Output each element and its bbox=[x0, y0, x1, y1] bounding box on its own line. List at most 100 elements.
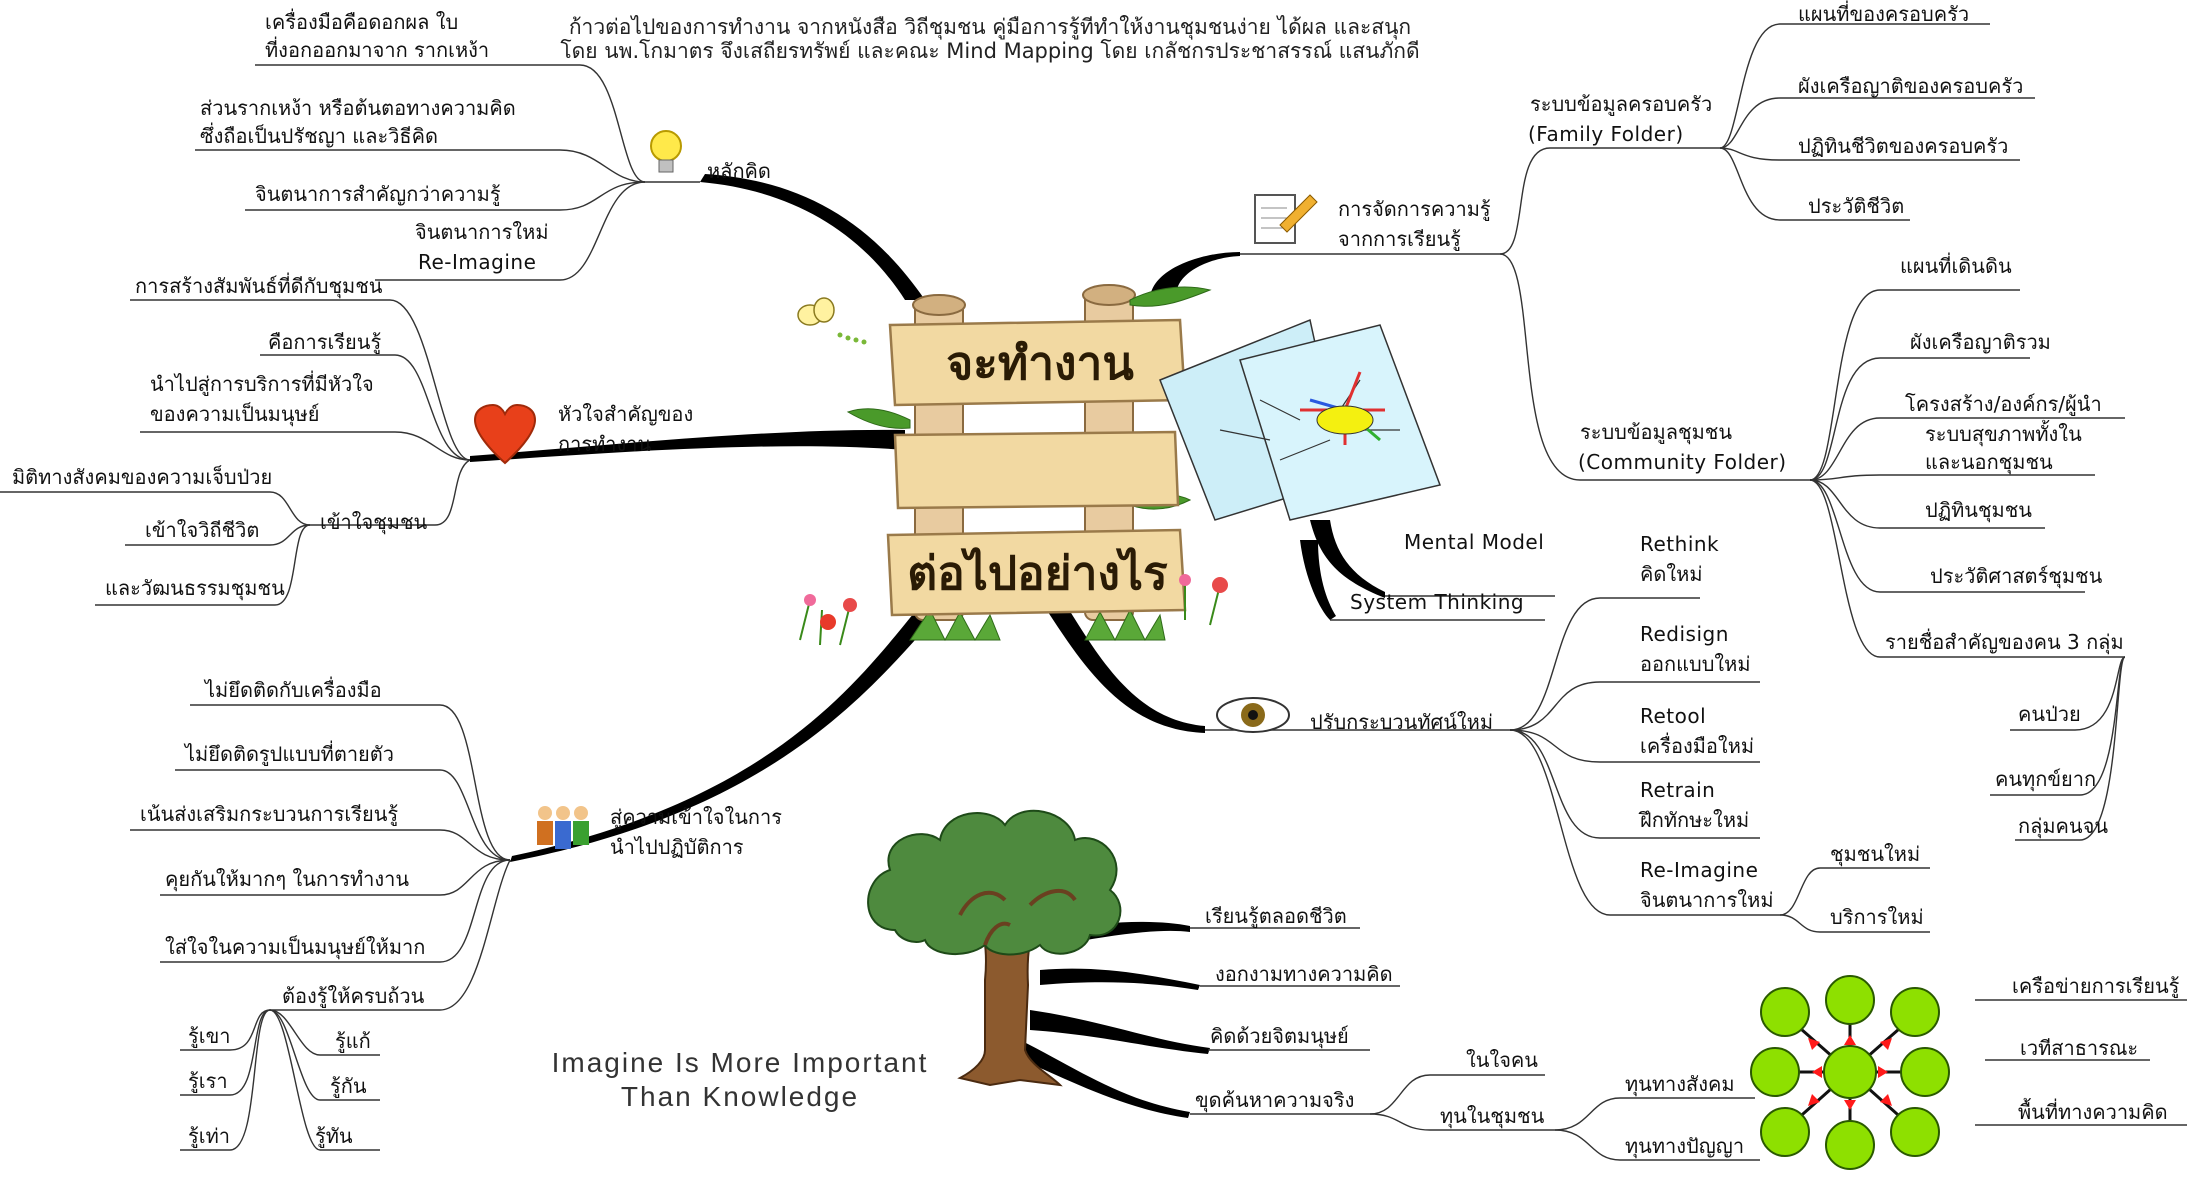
principle-item-1-line-1: เครื่องมือคือดอกผล ใบ bbox=[265, 10, 459, 34]
network-item-1: เครือข่ายการเรียนรู้ bbox=[2012, 974, 2180, 998]
family-item-3: ปฏิทินชีวิตของครอบครัว bbox=[1798, 134, 2009, 158]
family-folder-label-line-2: (Family Folder) bbox=[1528, 122, 1684, 146]
practice-sub-item-4: รู้แก้ bbox=[335, 1029, 371, 1053]
branch-label-knowledge-line-1: การจัดการความรู้ bbox=[1338, 197, 1491, 221]
practice-item-4: คุยกันให้มากๆ ในการทำงาน bbox=[165, 867, 410, 891]
practice-item-3: เน้นส่งเสริมกระบวนการเรียนรู้ bbox=[140, 802, 399, 826]
flower-icon bbox=[799, 574, 1228, 646]
tree-item-1: เรียนรู้ตลอดชีวิต bbox=[1205, 904, 1347, 928]
quote-line-1: Imagine Is More Important bbox=[551, 1047, 929, 1078]
branch-label-heart-line-2: การทำงาน bbox=[558, 432, 652, 456]
tree-item-3: คิดด้วยจิตมนุษย์ bbox=[1210, 1024, 1349, 1048]
community-folder-label-line-2: (Community Folder) bbox=[1578, 450, 1787, 474]
branch-label-knowledge-line-2: จากการเรียนรู้ bbox=[1338, 227, 1461, 251]
community-group-2: คนทุกข์ยาก bbox=[1995, 767, 2097, 791]
branch-label-practice-line-1: สู่ความเข้าใจในการ bbox=[610, 805, 782, 829]
network-item-2: เวทีสาธารณะ bbox=[2020, 1036, 2139, 1060]
truth-item-1: ในใจคน bbox=[1466, 1048, 1538, 1072]
community-item-7: รายชื่อสำคัญของคน 3 กลุ่ม bbox=[1885, 630, 2124, 654]
branch-system bbox=[1300, 540, 1336, 620]
source-note-line-1: ก้าวต่อไปของการทำงาน จากหนังสือ วิถีชุมช… bbox=[568, 15, 1412, 39]
practice-item-1: ไม่ยึดติดกับเครื่องมือ bbox=[205, 678, 382, 702]
thin-connectors bbox=[0, 23, 2187, 1161]
practice-sub-item-3: รู้เท่า bbox=[188, 1124, 230, 1148]
paradigm-item-5-th: จินตนาการใหม่ bbox=[1640, 888, 1774, 912]
principle-item-1-line-2: ที่งอกออกมาจาก รากเหง้า bbox=[265, 38, 490, 62]
branch-principles bbox=[700, 174, 925, 300]
branch-label-practice-line-2: นำไปปฏิบัติการ bbox=[610, 835, 744, 859]
heart-item-1: การสร้างสัมพันธ์ที่ดีกับชุมชน bbox=[135, 274, 383, 298]
quote-line-2: Than Knowledge bbox=[620, 1081, 860, 1112]
network-item-3: พื้นที่ทางความคิด bbox=[2018, 1100, 2168, 1124]
heart-item-3-line-2: ของความเป็นมนุษย์ bbox=[150, 402, 320, 426]
capital-item-1: ทุนทางสังคม bbox=[1625, 1072, 1735, 1096]
family-item-2: ผังเครือญาติของครอบครัว bbox=[1798, 74, 2024, 98]
family-item-1: แผนที่ของครอบครัว bbox=[1798, 2, 1970, 26]
practice-item-5: ใส่ใจในความเป็นมนุษย์ให้มาก bbox=[165, 935, 426, 959]
practice-sub-label: ต้องรู้ให้ครบถ้วน bbox=[282, 984, 425, 1008]
heart-sub-item-1: มิติทางสังคมของความเจ็บป่วย bbox=[12, 465, 273, 489]
community-item-2: ผังเครือญาติรวม bbox=[1910, 330, 2051, 354]
branch-label-heart-line-1: หัวใจสำคัญของ bbox=[558, 402, 694, 426]
paradigm-item-3-th: เครื่องมือใหม่ bbox=[1640, 734, 1755, 758]
branch-paradigm bbox=[1040, 595, 1205, 733]
paradigm-item-1-en: Rethink bbox=[1640, 532, 1720, 556]
center-title-line-2: ต่อไปอย่างไร bbox=[907, 546, 1168, 600]
principle-item-3: จินตนาการสำคัญกว่าความรู้ bbox=[255, 182, 501, 206]
practice-sub-item-2: รู้เรา bbox=[188, 1069, 228, 1093]
center-banners bbox=[846, 284, 1212, 642]
principle-item-4-line-1: จินตนาการใหม่ bbox=[415, 220, 549, 244]
family-folder-label-line-1: ระบบข้อมูลครอบครัว bbox=[1530, 92, 1713, 116]
notepad-pencil-icon bbox=[1254, 194, 1318, 244]
community-item-4-line-2: และนอกชุมชน bbox=[1925, 450, 2053, 474]
tree-branches bbox=[1010, 921, 1210, 1118]
paradigm-item-5-en: Re-Imagine bbox=[1640, 858, 1759, 882]
branch-label-principles: หลักคิด bbox=[707, 159, 771, 183]
heart-sub-item-2: เข้าใจวิถีชีวิต bbox=[145, 518, 260, 542]
source-note-line-2: โดย นพ.โกมาตร จึงเสถียรทรัพย์ และคณะ Min… bbox=[560, 39, 1420, 63]
paradigm-item-2-en: Redisign bbox=[1640, 622, 1729, 646]
practice-sub-item-6: รู้ทัน bbox=[315, 1124, 353, 1148]
reimagine-item-1: ชุมชนใหม่ bbox=[1830, 842, 1921, 866]
system-thinking-label: System Thinking bbox=[1350, 590, 1525, 614]
center-title-line-1: จะทำงาน bbox=[946, 336, 1134, 390]
community-item-3: โครงสร้าง/องค์กร/ผู้นำ bbox=[1905, 392, 2102, 416]
principle-item-4-line-2: Re-Imagine bbox=[418, 250, 537, 274]
practice-sub-item-5: รู้กัน bbox=[330, 1074, 367, 1098]
practice-sub-item-1: รู้เขา bbox=[188, 1024, 231, 1048]
truth-item-2: ทุนในชุมชน bbox=[1440, 1104, 1545, 1128]
community-item-5: ปฏิทินชุมชน bbox=[1925, 498, 2032, 522]
family-item-4: ประวัติชีวิต bbox=[1808, 194, 1905, 218]
branch-mental bbox=[1310, 520, 1385, 598]
tree-item-4: ขุดค้นหาความจริง bbox=[1195, 1088, 1355, 1112]
principle-item-2-line-2: ซึ่งถือเป็นปรัชญา และวิธีคิด bbox=[200, 124, 438, 148]
map-icon bbox=[1159, 318, 1442, 521]
branch-label-paradigm: ปรับกระบวนทัศน์ใหม่ bbox=[1310, 710, 1494, 734]
tree-item-2: งอกงามทางความคิด bbox=[1215, 962, 1393, 986]
network-icon bbox=[1750, 975, 1950, 1170]
eye-icon bbox=[1216, 697, 1290, 733]
practice-item-2: ไม่ยึดติดรูปแบบที่ตายตัว bbox=[185, 742, 394, 766]
principle-item-2-line-1: ส่วนรากเหง้า หรือต้นตอทางความคิด bbox=[200, 96, 516, 120]
heart-sub-label: เข้าใจชุมชน bbox=[320, 510, 428, 534]
community-item-6: ประวัติศาสตร์ชุมชน bbox=[1930, 564, 2103, 588]
people-icon bbox=[537, 806, 589, 849]
community-item-1: แผนที่เดินดิน bbox=[1900, 254, 2012, 278]
mental-model-label: Mental Model bbox=[1404, 530, 1545, 554]
paradigm-item-1-th: คิดใหม่ bbox=[1640, 562, 1703, 586]
paradigm-item-3-en: Retool bbox=[1640, 704, 1707, 728]
community-group-3: กลุ่มคนจน bbox=[2018, 814, 2108, 838]
community-folder-label-line-1: ระบบข้อมูลชุมชน bbox=[1580, 420, 1733, 444]
lightbulb-icon bbox=[650, 130, 682, 173]
heart-item-3-line-1: นำไปสู่การบริการที่มีหัวใจ bbox=[150, 372, 374, 396]
branch-heart bbox=[470, 429, 905, 462]
butterfly-icon bbox=[797, 297, 867, 345]
heart-item-2: คือการเรียนรู้ bbox=[268, 330, 382, 354]
heart-icon bbox=[473, 403, 537, 465]
tree-icon bbox=[867, 809, 1122, 1087]
community-item-4-line-1: ระบบสุขภาพทั้งใน bbox=[1925, 422, 2082, 446]
reimagine-item-2: บริการใหม่ bbox=[1830, 905, 1924, 929]
capital-item-2: ทุนทางปัญญา bbox=[1625, 1134, 1745, 1158]
